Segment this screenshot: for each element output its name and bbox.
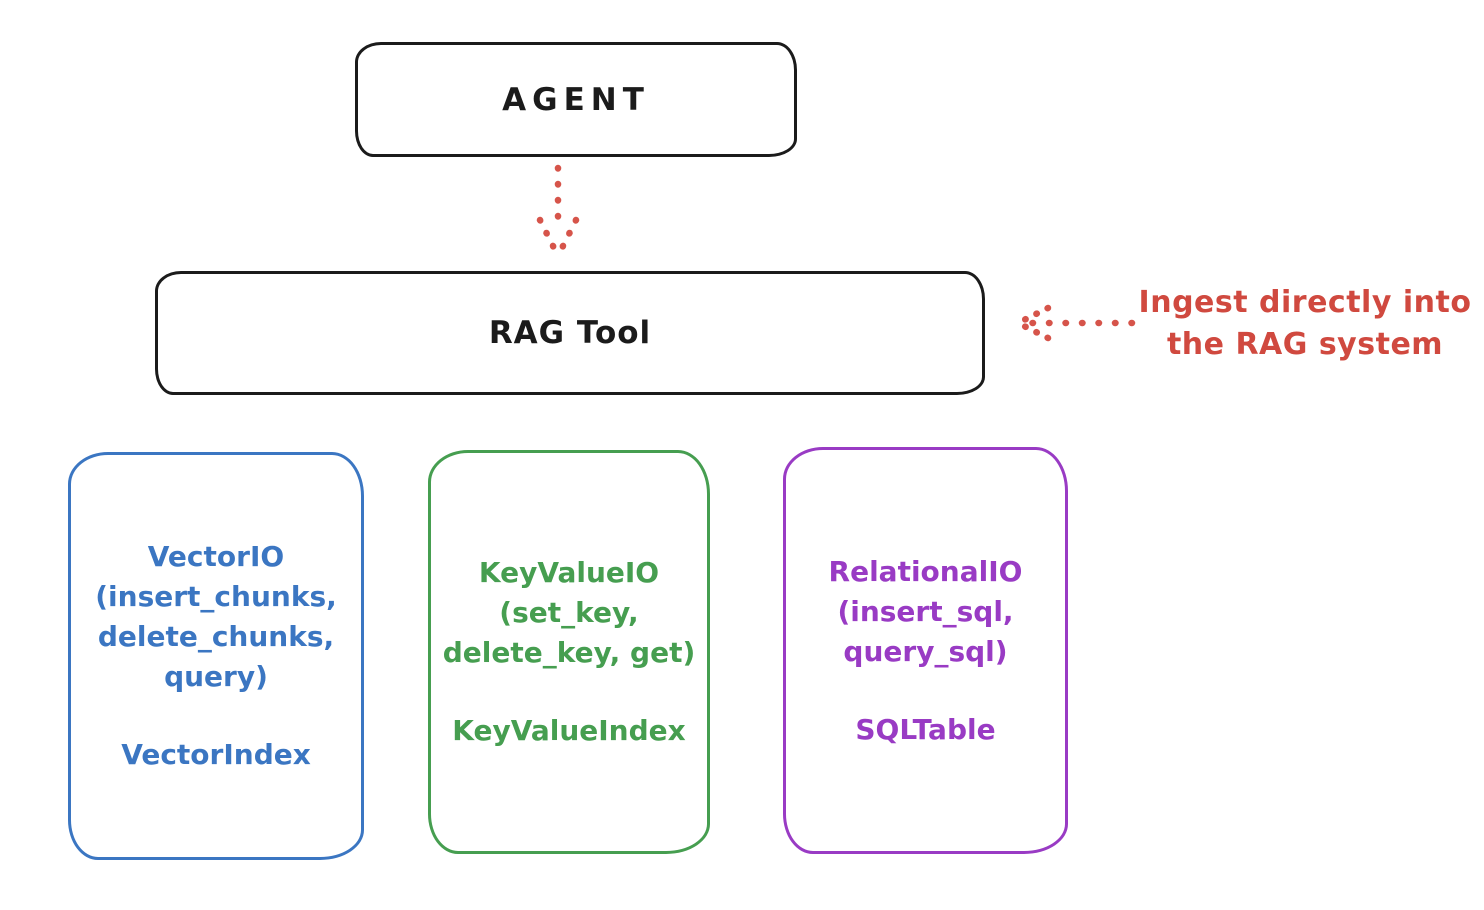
agent-box: AGENT xyxy=(355,42,797,157)
ingest-annotation-line2: the RAG system xyxy=(1166,327,1444,362)
arrow-left-icon xyxy=(1016,304,1136,342)
vector-io-line: delete_chunks, xyxy=(97,620,335,653)
relational-io-line: RelationalIO xyxy=(828,554,1023,588)
vector-io-box: VectorIO (insert_chunks, delete_chunks, … xyxy=(68,452,364,860)
sql-table-label: SQLTable xyxy=(855,712,996,746)
rag-tool-box: RAG Tool xyxy=(155,271,985,395)
relational-io-line: (insert_sql, xyxy=(837,594,1014,628)
vector-io-line: (insert_chunks, xyxy=(95,580,337,613)
arrow-down-icon xyxy=(536,164,580,258)
rag-tool-label: RAG Tool xyxy=(488,315,652,351)
key-value-index-label: KeyValueIndex xyxy=(452,714,686,747)
vector-io-line: query) xyxy=(164,660,268,693)
key-value-io-line: (set_key, xyxy=(499,596,639,629)
relational-io-line: query_sql) xyxy=(843,634,1008,668)
vector-io-line: VectorIO xyxy=(147,540,285,573)
vector-index-label: VectorIndex xyxy=(121,738,311,771)
key-value-io-line: KeyValueIO xyxy=(478,556,660,589)
relational-io-box: RelationalIO (insert_sql, query_sql) SQL… xyxy=(783,447,1068,854)
ingest-annotation-line1: Ingest directly into xyxy=(1138,285,1472,320)
ingest-annotation: Ingest directly into the RAG system xyxy=(1130,282,1480,366)
agent-label: AGENT xyxy=(502,81,650,118)
key-value-io-box: KeyValueIO (set_key, delete_key, get) Ke… xyxy=(428,450,710,854)
key-value-io-line: delete_key, get) xyxy=(442,636,696,669)
